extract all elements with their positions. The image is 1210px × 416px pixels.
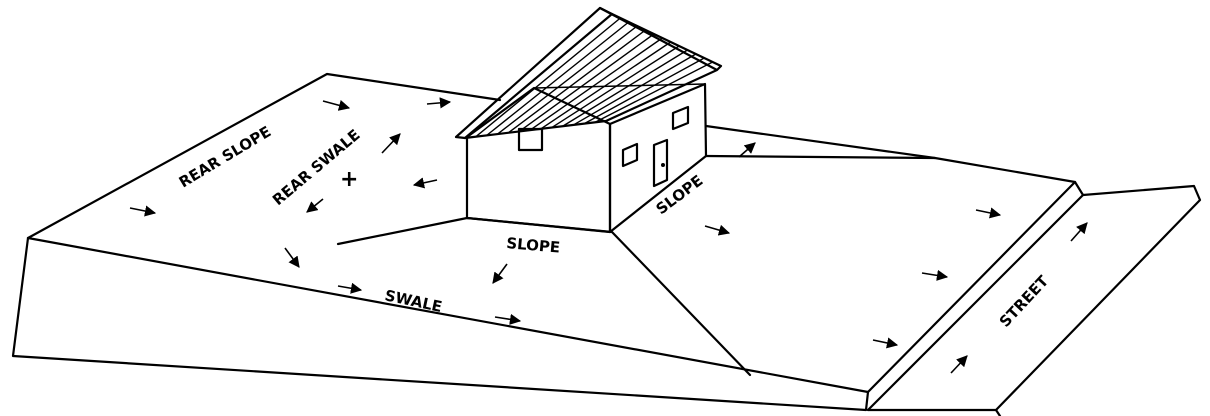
flow-arrow bbox=[873, 340, 897, 345]
flow-arrow bbox=[951, 356, 967, 373]
door bbox=[654, 140, 667, 186]
label-rear-slope: REAR SLOPE bbox=[176, 122, 274, 191]
flow-arrow bbox=[323, 101, 349, 108]
label-slope-side: SLOPE bbox=[653, 171, 707, 218]
label-street: STREET bbox=[996, 272, 1053, 331]
flow-arrow bbox=[493, 264, 507, 283]
flow-arrow bbox=[285, 248, 299, 267]
lot-side-face bbox=[13, 238, 868, 410]
side-window-left bbox=[623, 144, 637, 166]
street-curb bbox=[868, 182, 1083, 410]
flow-arrow bbox=[382, 134, 400, 153]
flow-arrow bbox=[130, 208, 155, 213]
door-knob bbox=[661, 163, 665, 167]
flow-arrows bbox=[130, 101, 1087, 373]
flow-arrow bbox=[495, 317, 520, 321]
flow-arrow bbox=[705, 226, 729, 233]
high-point-marker: + bbox=[340, 167, 358, 192]
label-swale: SWALE bbox=[383, 286, 444, 316]
street-end-face bbox=[996, 410, 1000, 416]
flow-arrow bbox=[307, 199, 323, 212]
flow-arrow bbox=[976, 210, 1000, 215]
flow-arrow bbox=[414, 180, 437, 185]
flow-arrow bbox=[1071, 223, 1087, 241]
roof-rib bbox=[563, 50, 688, 126]
flow-arrow bbox=[922, 273, 947, 277]
flow-arrow bbox=[338, 286, 361, 290]
flow-arrow bbox=[739, 143, 755, 157]
label-slope-front: SLOPE bbox=[506, 234, 561, 257]
side-window-right bbox=[673, 107, 688, 129]
flow-arrow bbox=[427, 102, 450, 104]
